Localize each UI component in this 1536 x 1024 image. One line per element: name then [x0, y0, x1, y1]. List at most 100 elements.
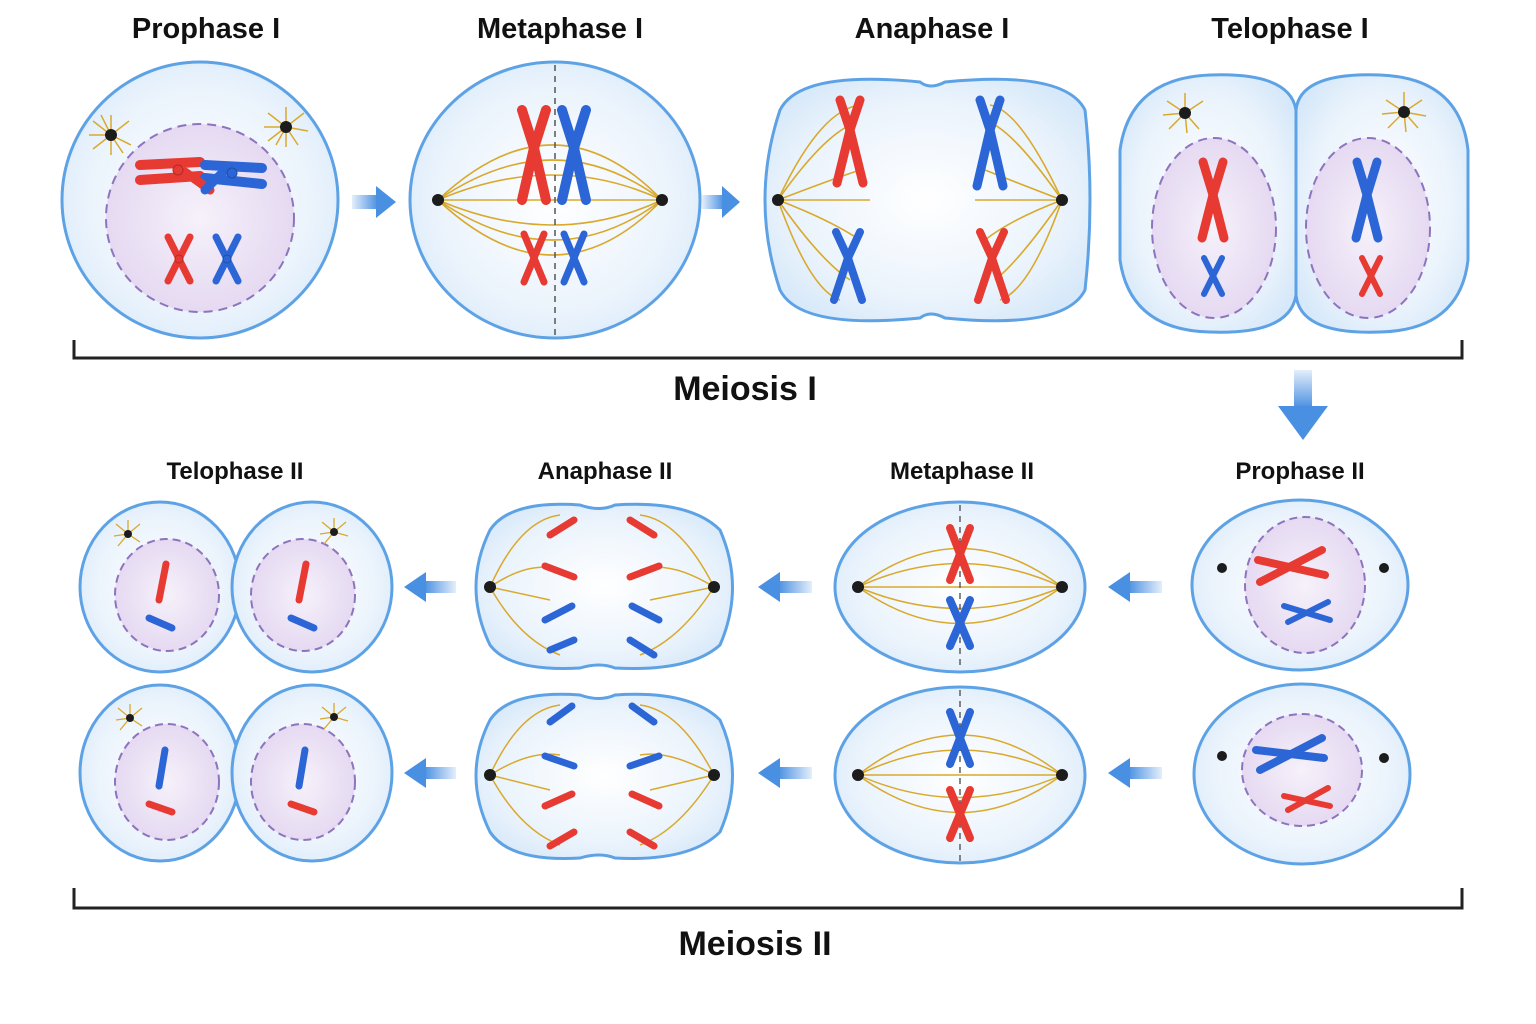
chromosome — [946, 708, 974, 768]
label-telophase-1: Telophase I — [1211, 13, 1368, 45]
chromosome — [212, 233, 242, 285]
arrow-right-icon — [352, 186, 396, 218]
chromosome — [832, 95, 868, 188]
chromosome — [1351, 157, 1383, 243]
centrosome-icon — [708, 581, 720, 593]
centrosome-icon — [1056, 194, 1068, 206]
chromosome — [1281, 599, 1333, 625]
chromatid — [541, 790, 576, 810]
chromosome — [1197, 157, 1229, 243]
chromosome — [164, 233, 194, 285]
chromosome — [1254, 546, 1329, 586]
arrow-left-icon — [1108, 758, 1162, 788]
metaphase-1-cell — [408, 60, 702, 340]
label-prophase-1: Prophase I — [132, 13, 280, 45]
chromosome — [1281, 785, 1333, 813]
chromatid — [295, 560, 310, 604]
nucleus — [114, 538, 220, 652]
nucleus — [105, 123, 295, 313]
anaphase-2-cell — [474, 502, 734, 670]
chromatid — [546, 636, 578, 654]
chromosome — [946, 596, 974, 650]
chromatid — [546, 516, 578, 539]
chromatid — [626, 752, 663, 770]
arrow-left-icon — [758, 758, 812, 788]
chromosome — [1252, 734, 1328, 774]
arrow-left-icon — [404, 758, 456, 788]
arrow-right-icon — [702, 186, 740, 218]
centrosome-icon — [89, 114, 132, 155]
nucleus — [1241, 713, 1363, 827]
label-metaphase-1: Metaphase I — [477, 13, 643, 45]
chromatid — [155, 560, 170, 604]
centrosome-icon — [319, 518, 349, 545]
chromosome — [1201, 255, 1225, 297]
nucleus — [114, 723, 220, 841]
telophase-2-cell — [78, 500, 394, 674]
arrow-down-icon — [1278, 370, 1328, 440]
chromatid — [626, 636, 658, 659]
centrosome-icon — [264, 107, 309, 147]
bracket-meiosis-2 — [72, 888, 1464, 910]
centrosome-icon — [852, 581, 864, 593]
centrosome-icon — [708, 769, 720, 781]
chromosome — [557, 105, 591, 205]
centrosome-icon — [1162, 93, 1204, 134]
prophase-2-cell — [1190, 498, 1410, 672]
chromatid — [626, 562, 663, 581]
anaphase-2-cell — [474, 692, 734, 860]
chromatid — [541, 752, 578, 770]
chromatid — [145, 614, 176, 632]
tetrad — [135, 157, 267, 195]
label-anaphase-1: Anaphase I — [855, 13, 1010, 45]
centrosome-icon — [115, 704, 143, 731]
chromatid — [295, 746, 309, 790]
centrosome-icon — [484, 769, 496, 781]
chromatid — [628, 602, 663, 624]
nucleus — [1305, 137, 1431, 319]
section-meiosis-1: Meiosis I — [673, 370, 817, 408]
centrosome-icon — [772, 194, 784, 206]
chromosome — [1359, 255, 1383, 297]
chromatid — [145, 800, 176, 816]
nucleus — [1244, 516, 1366, 654]
section-meiosis-2: Meiosis II — [678, 925, 831, 963]
anaphase-1-cell — [763, 77, 1092, 323]
centrosome-icon — [113, 520, 141, 547]
prophase-2-cell — [1192, 682, 1412, 866]
metaphase-2-cell — [833, 500, 1087, 674]
centrosome-icon — [1381, 92, 1427, 133]
chromatid — [541, 602, 576, 624]
centrosome-icon — [1056, 581, 1068, 593]
chromatid — [546, 702, 576, 726]
arrow-left-icon — [404, 572, 456, 602]
arrow-left-icon — [758, 572, 812, 602]
chromosome — [830, 228, 866, 304]
chromosome — [520, 230, 548, 286]
chromosome — [946, 786, 974, 842]
chromatid — [626, 516, 658, 539]
label-telophase-2: Telophase II — [167, 458, 304, 485]
chromosome — [946, 524, 974, 584]
bracket-meiosis-1 — [72, 340, 1464, 360]
centrosome-icon — [1379, 563, 1389, 573]
centrosome-icon — [1056, 769, 1068, 781]
nucleus — [1151, 137, 1277, 319]
prophase-1-cell — [60, 60, 340, 340]
chromatid — [546, 828, 578, 850]
chromatid — [541, 562, 578, 581]
centrosome-icon — [484, 581, 496, 593]
centrosome-icon — [1217, 751, 1227, 761]
telophase-2-cell — [78, 683, 394, 863]
chromatid — [628, 790, 663, 810]
chromatid — [628, 702, 658, 726]
centrosome-icon — [432, 194, 668, 206]
centrosome-icon — [852, 769, 864, 781]
chromosome — [972, 95, 1008, 191]
label-anaphase-2: Anaphase II — [538, 458, 673, 485]
chromatid — [626, 828, 658, 850]
metaphase-2-cell — [833, 685, 1087, 865]
centrosome-icon — [319, 703, 349, 730]
telophase-1-cell — [1118, 73, 1470, 334]
